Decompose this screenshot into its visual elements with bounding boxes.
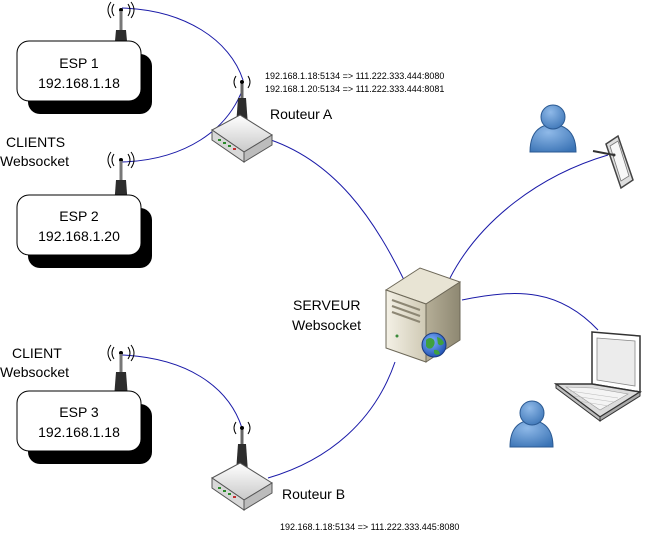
routeur-a-nat-rule-2: 192.168.1.20:5134 => 111.222.333.444:808…: [265, 84, 444, 94]
router-icon: [211, 75, 273, 163]
clients-label-line2: Websocket: [0, 153, 69, 169]
link-routeur-b-server: [267, 361, 396, 479]
clients-label-line1: CLIENTS: [6, 134, 65, 150]
links: [121, 7, 609, 479]
esp-device-1: ESP 1 192.168.1.18: [16, 1, 152, 114]
client-label-line1: CLIENT: [12, 345, 62, 361]
esp1-name: ESP 1: [59, 55, 99, 71]
esp3-name: ESP 3: [59, 404, 99, 420]
tablet-icon: [592, 134, 634, 190]
esp2-ip: 192.168.1.20: [38, 228, 120, 244]
antenna-icon: [107, 344, 135, 398]
esp1-ip: 192.168.1.18: [38, 75, 120, 91]
routeur-a-name: Routeur A: [270, 106, 333, 122]
routeur-a: Routeur A 192.168.1.18:5134 => 111.222.3…: [211, 71, 444, 163]
link-esp3-routeur-b: [121, 354, 243, 429]
globe-icon: [421, 332, 447, 358]
routeur-b-name: Routeur B: [282, 486, 345, 502]
server-label-line1: SERVEUR: [293, 297, 360, 313]
esp2-name: ESP 2: [59, 208, 99, 224]
routeur-b: Routeur B 192.168.1.18:5134 => 111.222.3…: [211, 421, 459, 532]
link-esp1-routeur-a: [121, 7, 244, 81]
link-server-tablet: [449, 154, 609, 279]
serveur-websocket: SERVEUR Websocket: [292, 267, 462, 363]
esp3-ip: 192.168.1.18: [38, 424, 120, 440]
link-routeur-a-server: [264, 137, 406, 283]
server-label-line2: Websocket: [292, 317, 361, 333]
link-esp2-routeur-a: [121, 87, 244, 163]
client-label-line2: Websocket: [0, 364, 69, 380]
router-icon: [211, 421, 273, 511]
routeur-b-nat-rule-1: 192.168.1.18:5134 => 111.222.333.445:808…: [280, 522, 459, 532]
link-server-laptop: [461, 293, 599, 331]
user-icon: [529, 104, 577, 153]
routeur-a-nat-rule-1: 192.168.1.18:5134 => 111.222.333.444:808…: [265, 71, 444, 81]
esp-device-3: ESP 3 192.168.1.18: [16, 344, 152, 464]
user-icon: [509, 400, 554, 448]
esp-device-2: ESP 2 192.168.1.20: [16, 151, 152, 268]
laptop-icon: [553, 331, 643, 422]
